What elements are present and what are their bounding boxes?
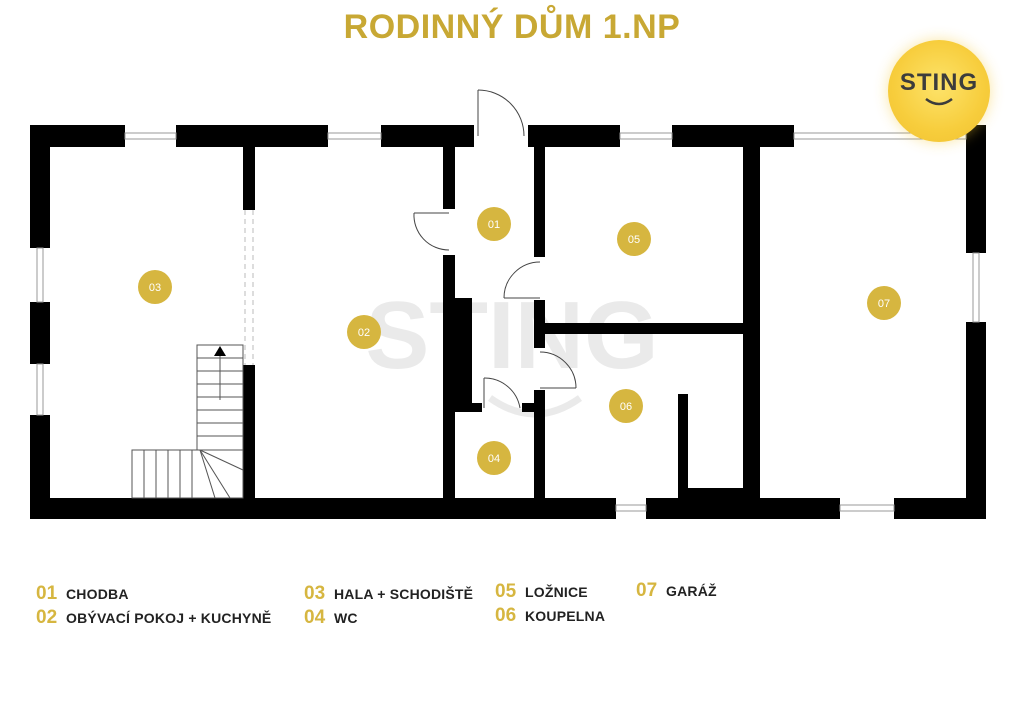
room-marker-label: 05 <box>628 234 640 246</box>
legend-number: 05 <box>495 581 517 602</box>
watermark-text: STING <box>365 282 658 389</box>
legend-label: WC <box>334 610 358 626</box>
windows <box>36 132 980 512</box>
sting-logo: STING <box>888 40 990 142</box>
room-marker-05: 05 <box>617 222 651 256</box>
room-marker-01: 01 <box>477 207 511 241</box>
floor-plan: STING <box>30 89 986 519</box>
legend-number: 01 <box>36 583 58 604</box>
legend-item-03: 03 HALA + SCHODIŠTĚ <box>304 583 473 605</box>
stair-arrow-icon <box>214 346 226 356</box>
room-marker-06: 06 <box>609 389 643 423</box>
dashed-opening <box>244 210 254 365</box>
room-markers: 01 02 03 04 05 06 07 <box>138 207 901 475</box>
legend-item-05: 05 LOŽNICE <box>495 581 588 603</box>
legend-label: LOŽNICE <box>525 584 588 600</box>
logo-text: STING <box>899 69 979 96</box>
legend-label: OBÝVACÍ POKOJ + KUCHYNĚ <box>66 610 272 626</box>
doors <box>413 89 577 409</box>
legend-number: 06 <box>495 605 517 626</box>
legend-item-07: 07 GARÁŽ <box>636 580 717 602</box>
legend-number: 02 <box>36 607 58 628</box>
room-marker-label: 01 <box>488 219 500 231</box>
room-marker-03: 03 <box>138 270 172 304</box>
room-marker-circle <box>609 389 643 423</box>
legend-label: HALA + SCHODIŠTĚ <box>334 586 474 602</box>
room-marker-circle <box>617 222 651 256</box>
legend-number: 04 <box>304 607 326 628</box>
room-marker-04: 04 <box>477 441 511 475</box>
room-marker-label: 02 <box>358 327 370 339</box>
room-marker-circle <box>867 286 901 320</box>
watermark: STING <box>365 282 659 418</box>
room-marker-07: 07 <box>867 286 901 320</box>
legend-item-06: 06 KOUPELNA <box>495 605 605 627</box>
legend-label: CHODBA <box>66 586 129 602</box>
walls <box>30 125 986 519</box>
room-marker-circle <box>347 315 381 349</box>
legend-item-04: 04 WC <box>304 607 358 629</box>
room-marker-circle <box>477 207 511 241</box>
room-marker-label: 07 <box>878 298 890 310</box>
room-marker-label: 04 <box>488 453 500 465</box>
room-marker-label: 03 <box>149 282 161 294</box>
legend-label: KOUPELNA <box>525 608 606 624</box>
room-marker-circle <box>477 441 511 475</box>
room-marker-02: 02 <box>347 315 381 349</box>
room-marker-label: 06 <box>620 401 632 413</box>
staircase <box>131 344 244 499</box>
room-marker-circle <box>138 270 172 304</box>
legend-item-02: 02 OBÝVACÍ POKOJ + KUCHYNĚ <box>36 607 271 629</box>
legend-item-01: 01 CHODBA <box>36 583 129 605</box>
legend-number: 03 <box>304 583 326 604</box>
smile-icon <box>925 97 953 106</box>
page-title: RODINNÝ DŮM 1.NP <box>343 8 681 46</box>
legend-number: 07 <box>636 580 658 601</box>
legend-label: GARÁŽ <box>666 583 717 599</box>
